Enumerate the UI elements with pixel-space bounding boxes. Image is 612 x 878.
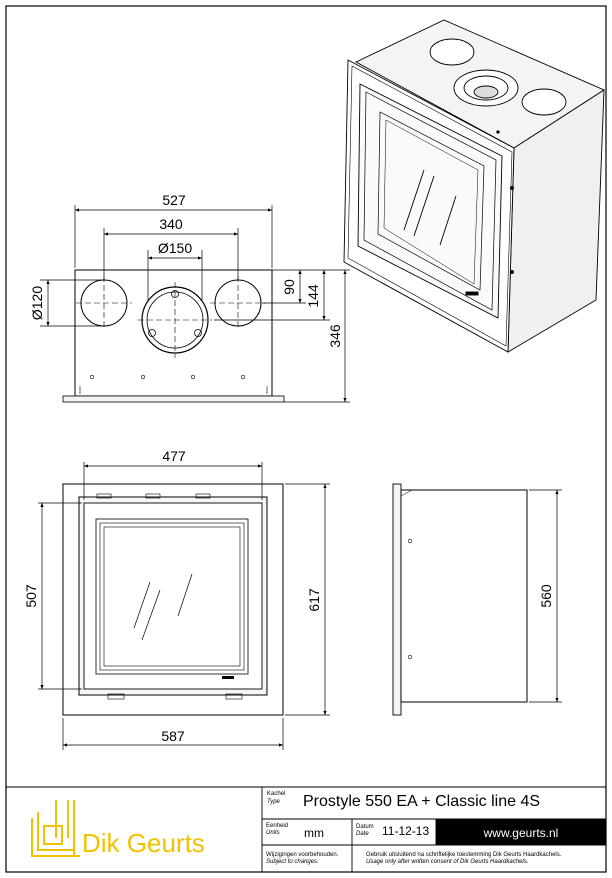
side-view-dimensions	[529, 489, 562, 703]
dim-inner-height: 507	[23, 584, 39, 608]
note-en: Subject to changes.	[266, 859, 319, 865]
front-view	[62, 269, 285, 403]
units-label: Units	[266, 830, 280, 836]
date-value: 11-12-13	[382, 824, 429, 838]
sheet-border	[5, 5, 607, 873]
dim-depth-560: 560	[538, 584, 554, 608]
frame-view	[62, 483, 284, 716]
dim-inner-width: 477	[162, 448, 186, 464]
dim-outer-height: 617	[306, 588, 322, 612]
website-link[interactable]: www.geurts.nl	[483, 826, 559, 840]
website-banner	[436, 819, 606, 845]
isometric-view	[343, 19, 605, 353]
dim-center-pipe: Ø150	[158, 240, 192, 256]
dim-width-527: 527	[162, 192, 186, 208]
date-label: Date	[356, 831, 369, 837]
datum-label: Datum	[356, 824, 374, 830]
usage-en: Usage only after written consent of Dik …	[366, 859, 528, 865]
dim-outer-width: 587	[161, 728, 185, 744]
logo-wordmark: Dik Geurts	[82, 828, 205, 858]
dim-pipe-height: 90	[281, 279, 297, 295]
dim-height-346: 346	[327, 324, 343, 348]
kachel-label: Kachel	[267, 791, 285, 797]
usage-nl: Gebruik uitsluitend na schriftelijke toe…	[366, 852, 562, 858]
note-nl: Wijzigingen voorbehouden.	[266, 852, 339, 858]
side-view	[392, 483, 528, 716]
product-name: Prostyle 550 EA + Classic line 4S	[303, 793, 540, 810]
dim-spacing-340: 340	[159, 216, 183, 232]
dik-geurts-logo	[31, 800, 80, 857]
dim-pipe-offset: 144	[305, 284, 321, 308]
frame-view-dimensions	[38, 462, 330, 750]
front-view-dimensions	[40, 205, 350, 403]
dim-side-pipe: Ø120	[29, 286, 45, 320]
type-label: Type	[267, 799, 281, 805]
units-value: mm	[304, 826, 324, 840]
eenheid-label: Eenheid	[266, 823, 288, 829]
